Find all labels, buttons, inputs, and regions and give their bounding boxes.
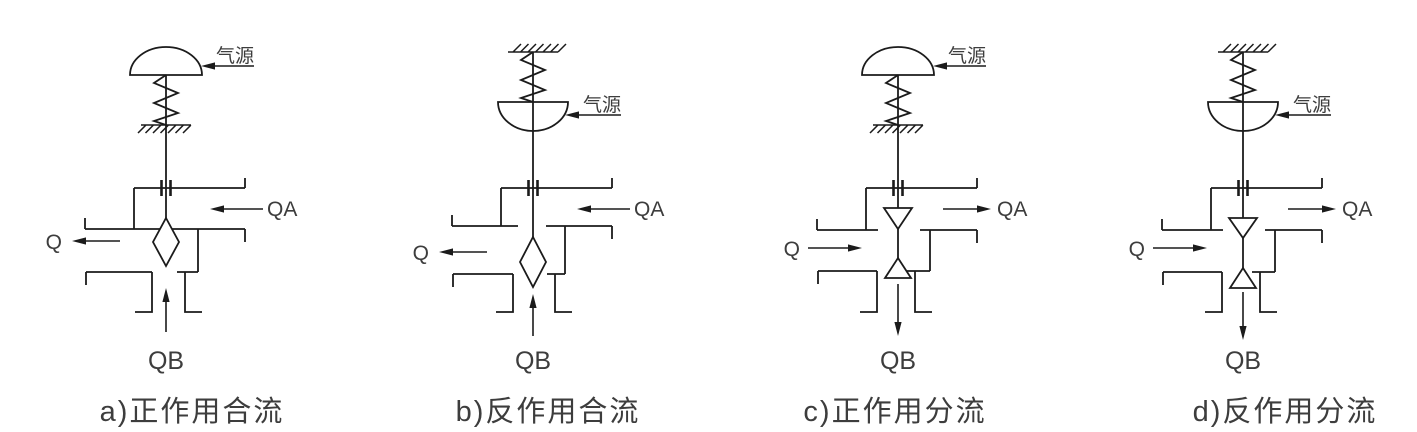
anchor-ground-symbol	[1218, 43, 1277, 53]
qb-flow-arrow	[529, 294, 537, 336]
packing-gland	[527, 180, 539, 196]
valve-body	[84, 178, 246, 313]
q-label: Q	[784, 238, 800, 261]
qb-label: QB	[1225, 347, 1261, 375]
qa-flow-arrow	[943, 205, 991, 213]
qb-label: QB	[148, 347, 184, 375]
valve-plug-lower-triangle	[883, 256, 913, 279]
packing-gland	[1237, 180, 1249, 196]
anchor-ground-symbol	[137, 124, 192, 134]
qb-flow-arrow	[1239, 292, 1247, 340]
air-source-label: 气源	[1293, 94, 1331, 116]
spring	[883, 74, 913, 126]
spring	[518, 51, 548, 103]
air-source-label: 气源	[216, 45, 254, 67]
caption: b)反作用合流	[456, 395, 641, 428]
diaphragm-dome	[129, 46, 203, 76]
qa-flow-arrow	[1288, 205, 1336, 213]
valve-body	[1161, 178, 1323, 313]
diagram-d: 气源 QA Q QB d)反作用分流	[1129, 43, 1378, 428]
qa-label: QA	[634, 198, 664, 221]
air-source-label: 气源	[583, 94, 621, 116]
q-flow-arrow	[808, 244, 862, 252]
caption: c)正作用分流	[803, 395, 986, 428]
q-flow-arrow	[439, 248, 487, 256]
qa-label: QA	[267, 198, 297, 221]
q-flow-arrow	[72, 237, 120, 245]
anchor-ground-symbol	[869, 124, 924, 134]
spring	[1228, 51, 1258, 103]
diagram-a: 气源 QA Q QB a)正作用合流	[46, 45, 298, 428]
valve-plug-diamond	[518, 235, 548, 289]
anchor-ground-symbol	[508, 43, 567, 53]
qb-flow-arrow	[894, 284, 902, 336]
q-label: Q	[46, 231, 62, 254]
valve-plug-upper-triangle	[1227, 217, 1259, 240]
qa-flow-arrow	[210, 205, 263, 213]
packing-gland	[160, 180, 172, 196]
spring	[151, 74, 181, 126]
qb-label: QB	[515, 347, 551, 375]
qa-label: QA	[997, 198, 1027, 221]
air-source-arrow	[933, 62, 986, 70]
qa-flow-arrow	[577, 205, 630, 213]
air-source-arrow	[565, 111, 621, 119]
valve-plug-diamond	[151, 216, 181, 268]
diagram-b: 气源 QA Q QB b)反作用合流	[413, 43, 664, 428]
q-label: Q	[413, 242, 429, 265]
valve-plug-upper-triangle	[882, 207, 914, 231]
qb-label: QB	[880, 347, 916, 375]
packing-gland	[892, 180, 904, 196]
qb-flow-arrow	[162, 288, 170, 332]
air-source-label: 气源	[948, 45, 986, 67]
q-label: Q	[1129, 238, 1145, 261]
diaphragm-dome	[861, 46, 935, 76]
valve-body	[451, 178, 613, 313]
air-source-arrow	[201, 62, 254, 70]
caption: d)反作用分流	[1193, 395, 1378, 428]
valve-plug-lower-triangle	[1228, 266, 1258, 289]
valve-body	[816, 178, 978, 313]
qa-label: QA	[1342, 198, 1372, 221]
air-source-arrow	[1275, 111, 1331, 119]
caption: a)正作用合流	[100, 395, 285, 428]
diagram-c: 气源 QA Q QB c)正作用分流	[784, 45, 1028, 428]
q-flow-arrow	[1153, 244, 1207, 252]
